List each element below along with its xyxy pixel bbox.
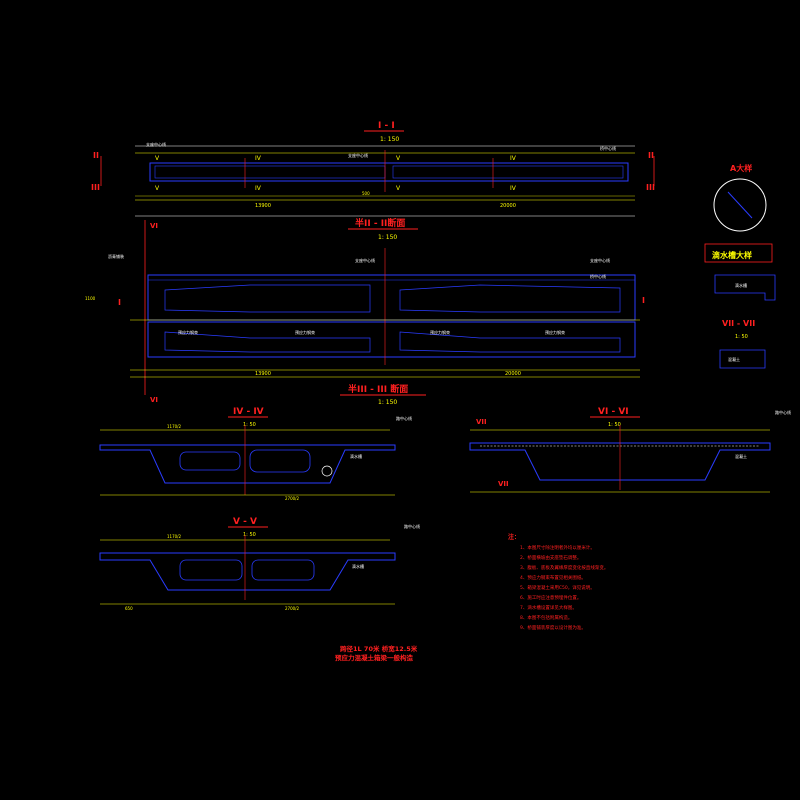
marker-V-4: V bbox=[396, 185, 401, 192]
label-support-center-3: 支座中心线 bbox=[355, 257, 375, 263]
section-6-title: VI - VI bbox=[598, 407, 629, 417]
section-7-scale: 1: 50 bbox=[735, 334, 748, 340]
label-drip-5: 滴水槽 bbox=[352, 563, 364, 569]
note-1: 1、本图尺寸除注明者外均以厘米计。 bbox=[520, 544, 595, 551]
footer: 跨径1L 70米 桥宽12.5米 预应力混凝土箱梁一般构造 bbox=[335, 644, 418, 662]
marker-VII-bottom: VII bbox=[498, 480, 509, 488]
section-2: 半II - II断面 1: 150 VI I I VI 支座中心线 支座中心线 … bbox=[85, 215, 645, 406]
label-support-center-4: 支座中心线 bbox=[590, 257, 610, 263]
label-tendon-1: 预应力钢束 bbox=[178, 329, 198, 335]
section-2-scale: 1: 150 bbox=[378, 234, 397, 241]
label-bridge-center-1: 桥中心线 bbox=[600, 145, 616, 151]
footer-line-1: 跨径1L 70米 桥宽12.5米 bbox=[340, 644, 418, 653]
note-2: 2、桥面横坡由支座垫石调整。 bbox=[520, 554, 581, 561]
marker-II-left: II bbox=[93, 151, 99, 160]
note-6: 6、施工时应注意预埋件位置。 bbox=[520, 594, 581, 601]
note-3: 3、腹板、底板及翼缘厚度变化按直线渐变。 bbox=[520, 564, 608, 571]
section-1-scale: 1: 150 bbox=[380, 136, 399, 143]
label-conc-6: 混凝土 bbox=[735, 453, 747, 459]
marker-VI-top: VI bbox=[150, 222, 158, 230]
label-bridge-center-2: 桥中心线 bbox=[590, 273, 606, 279]
drip-detail-title: 滴水槽大样 bbox=[712, 250, 752, 260]
label-tendon-4: 预应力钢束 bbox=[545, 329, 565, 335]
dim-650-5: 650 bbox=[125, 606, 133, 611]
drip-label: 滴水槽 bbox=[735, 282, 747, 288]
label-road-center-4: 路中心线 bbox=[396, 415, 412, 421]
marker-I-right: I bbox=[642, 296, 645, 305]
dim-1100: 1100 bbox=[85, 296, 96, 301]
dim-2700-5: 2700/2 bbox=[285, 606, 300, 611]
section-2-title: 半II - II断面 bbox=[355, 217, 405, 229]
section-6: VI - VI 1: 50 VII VII 路中心线 混凝土 bbox=[469, 407, 791, 493]
marker-VI-bottom: VI bbox=[150, 396, 158, 404]
dim-20000-a: 20000 bbox=[500, 203, 516, 209]
dim-1170-5: 1170/2 bbox=[167, 534, 182, 539]
section-4-title: IV - IV bbox=[233, 407, 264, 417]
note-8: 8、本图不包括附属构造。 bbox=[520, 614, 572, 621]
marker-V-1: V bbox=[155, 155, 160, 162]
footer-line-2: 预应力混凝土箱梁一般构造 bbox=[335, 653, 414, 662]
section-1: I - I 1: 150 13900 20000 500 II III II I… bbox=[91, 121, 655, 209]
label-road-center-6: 路中心线 bbox=[775, 409, 791, 415]
label-conc-7: 混凝土 bbox=[728, 356, 740, 362]
label-tendon-3: 预应力钢束 bbox=[430, 329, 450, 335]
marker-IV-3: IV bbox=[255, 185, 262, 192]
marker-IV-2: IV bbox=[510, 155, 517, 162]
dim-20000-b: 20000 bbox=[505, 371, 521, 377]
label-tendon-2: 预应力钢束 bbox=[295, 329, 315, 335]
label-road-center-5: 路中心线 bbox=[404, 523, 420, 529]
section-4: IV - IV 1: 50 1170/2 2700/2 路中心线 滴水槽 bbox=[99, 407, 412, 501]
section-4-scale: 1: 50 bbox=[243, 422, 256, 428]
section-5-scale: 1: 50 bbox=[243, 532, 256, 538]
section-6-scale: 1: 50 bbox=[608, 422, 621, 428]
section-3-scale: 1: 150 bbox=[378, 399, 397, 406]
note-4: 4、预应力钢束布置见相关图纸。 bbox=[520, 574, 586, 581]
section-5-title: V - V bbox=[233, 517, 257, 527]
section-1-title: I - I bbox=[378, 121, 395, 131]
marker-IV-1: IV bbox=[255, 155, 262, 162]
notes: 注： 1、本图尺寸除注明者外均以厘米计。 2、桥面横坡由支座垫石调整。 3、腹板… bbox=[508, 533, 608, 631]
details-right: A大样 滴水槽大样 滴水槽 VII - VII 1: 50 混凝土 bbox=[704, 163, 776, 369]
marker-VII-top: VII bbox=[476, 418, 487, 426]
label-support-center-1: 支座中心线 bbox=[146, 141, 166, 147]
note-7: 7、滴水槽设置详见大样图。 bbox=[520, 604, 577, 611]
dim-500-a: 500 bbox=[362, 191, 370, 196]
marker-V-2: V bbox=[396, 155, 401, 162]
section-5: V - V 1: 50 1170/2 650 2700/2 路中心线 滴水槽 bbox=[99, 517, 420, 611]
marker-V-3: V bbox=[155, 185, 160, 192]
section-3-title: 半III - III 断面 bbox=[348, 383, 408, 395]
dim-2700-4: 2700/2 bbox=[285, 496, 300, 501]
label-support-center-2: 支座中心线 bbox=[348, 152, 368, 158]
marker-II-right: II bbox=[648, 151, 654, 160]
label-asphalt-1: 沥青铺装 bbox=[108, 253, 124, 259]
label-drip-4: 滴水槽 bbox=[350, 453, 362, 459]
dim-13900-b: 13900 bbox=[255, 371, 271, 377]
note-5: 5、箱梁混凝土采用C50，详见说明。 bbox=[520, 584, 595, 591]
marker-III-right: III bbox=[646, 183, 655, 192]
detail-a-title: A大样 bbox=[730, 163, 752, 173]
section-7-title: VII - VII bbox=[722, 319, 755, 328]
notes-title: 注： bbox=[508, 533, 520, 541]
dim-1170-4: 1170/2 bbox=[167, 424, 182, 429]
marker-I-left: I bbox=[118, 298, 121, 307]
note-9: 9、桥面铺装厚度以设计图为准。 bbox=[520, 624, 586, 631]
marker-III-left: III bbox=[91, 183, 100, 192]
marker-IV-4: IV bbox=[510, 185, 517, 192]
dim-13900-a: 13900 bbox=[255, 203, 271, 209]
